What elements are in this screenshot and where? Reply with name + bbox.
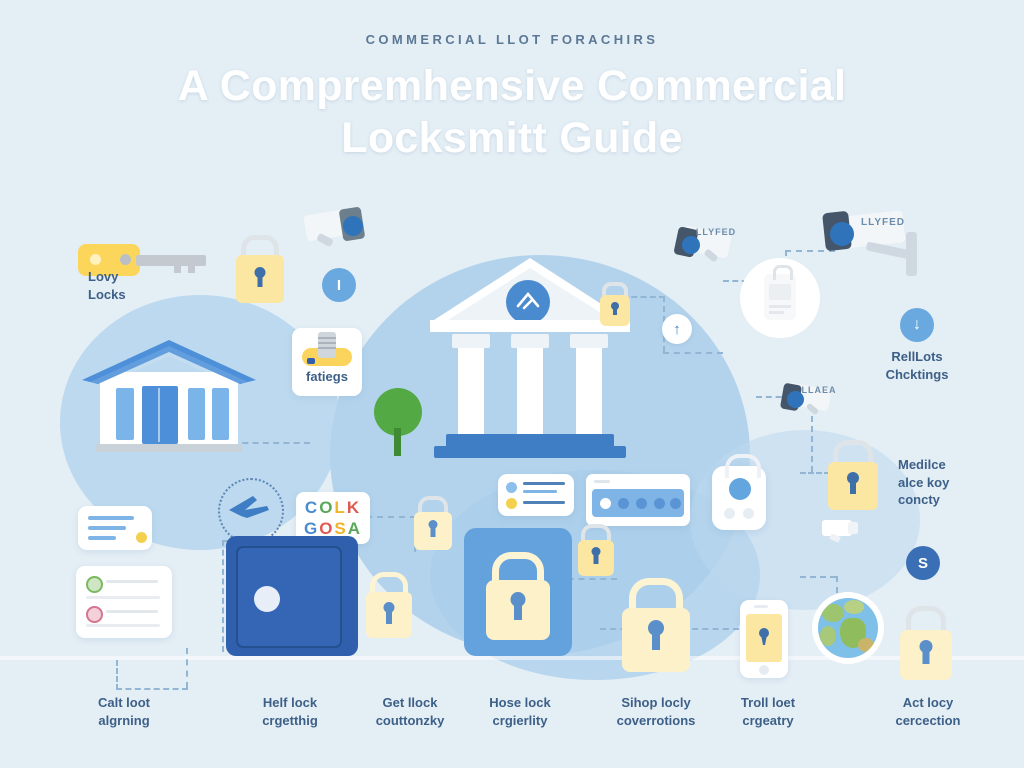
label-rellots-checkings: RellLots Chcktings — [885, 349, 949, 382]
up-arrow-badge[interactable]: ↑ — [662, 314, 692, 344]
combination-lock-icon — [298, 332, 356, 370]
padlock-icon-bottom-2 — [622, 578, 690, 672]
house-roof-shape — [82, 340, 256, 384]
security-camera-icon — [303, 198, 375, 252]
padlock-icon-bottom-1 — [366, 572, 412, 638]
security-camera-icon-3 — [810, 208, 935, 280]
label-fatiegs: fatiegs — [306, 369, 348, 384]
seal-plane-glyph — [229, 496, 269, 518]
connector-camera2-v — [811, 396, 813, 472]
connector-safe-left-v — [222, 540, 224, 652]
connector-bottom-left-v — [116, 660, 118, 690]
connector-globe-v — [836, 576, 838, 604]
smartphone-lock-icon[interactable] — [740, 600, 788, 678]
padlock-icon-small-2 — [578, 524, 614, 576]
padlock-icon-small-1 — [414, 496, 452, 550]
info-badge[interactable]: I — [322, 268, 356, 302]
word-card-line-1: COLK — [304, 497, 362, 517]
padlock-icon — [236, 235, 284, 303]
connector-card-down — [186, 648, 188, 688]
label-get-lock-consultancy: Get llock couttonzky — [375, 695, 445, 728]
connector-globe-h — [800, 576, 836, 578]
connector-word-card-h — [366, 516, 416, 518]
label-house-lock-security: Hose lock crgierlity — [489, 695, 551, 728]
status-list-card — [76, 566, 172, 638]
tree-icon — [372, 388, 424, 456]
eyebrow-text: COMMERCIAL LLOT FORACHIRS — [365, 32, 659, 47]
password-field-icon[interactable] — [586, 474, 690, 526]
security-camera-icon-4 — [778, 378, 840, 424]
label-help-lock-getting: Helf lock crgetthig — [262, 695, 318, 728]
label-medilce-key-concty: Medilce alce koy concty — [898, 457, 950, 508]
camera-tag-1: LLYFED — [695, 227, 737, 237]
camera-tag-2b: LLYFED — [861, 217, 905, 228]
connector-house-key — [232, 442, 310, 444]
camera-tag-2: LLAEA — [801, 385, 837, 395]
label-act-locy-correction: Act locy cercection — [895, 695, 961, 728]
padlock-icon-right — [828, 440, 878, 510]
connector-bank-far-h — [663, 352, 723, 354]
title-line-2: Locksmitt Guide — [341, 114, 683, 163]
globe-icon — [818, 598, 878, 658]
connector-bottom-left-h — [116, 688, 188, 690]
padlock-icon-bank — [600, 282, 630, 326]
smart-lock-device-icon[interactable] — [712, 454, 766, 530]
security-camera-icon-2 — [672, 220, 742, 272]
padlock-icon-far-right — [900, 606, 952, 680]
download-badge[interactable]: ↓ — [900, 308, 934, 342]
word-card-line-2: GOSA — [303, 519, 363, 538]
connector-midright-lock — [800, 472, 830, 474]
connector-pw-right — [557, 578, 617, 580]
label-lovy-locks: Lovy Locks — [88, 269, 126, 302]
word-card: COLK GOSA — [296, 492, 370, 544]
key-icon — [78, 238, 208, 280]
bank-emblem-glyph — [516, 291, 540, 310]
page-title: A Compremhensive Commercial Locksmitt Gu… — [0, 60, 1024, 165]
connector-bank-right-h — [622, 296, 665, 298]
padlock-icon-tile — [486, 552, 550, 640]
connector-camera-top — [785, 250, 835, 252]
settings-list-card — [498, 474, 574, 516]
label-shop-lock-conversions: Sihop locly coverrotions — [616, 695, 696, 728]
connector-bottom-long — [600, 628, 780, 630]
label-troll-lost-category: Troll loet crgeatry — [740, 695, 796, 728]
checklist-card-icon — [78, 506, 152, 550]
small-camera-icon — [822, 516, 866, 546]
ground-line — [0, 656, 1024, 660]
lock-tag-icon — [764, 265, 796, 320]
label-call-loot-alarming: Calt loot algrning — [98, 695, 150, 728]
title-line-1: A Compremhensive Commercial — [177, 62, 847, 110]
s-badge[interactable]: S — [906, 546, 940, 580]
phone-keyhole-glyph — [759, 628, 769, 645]
safe-vault-icon[interactable] — [226, 536, 358, 656]
bank-building-icon — [430, 258, 630, 458]
house-icon — [78, 330, 258, 455]
